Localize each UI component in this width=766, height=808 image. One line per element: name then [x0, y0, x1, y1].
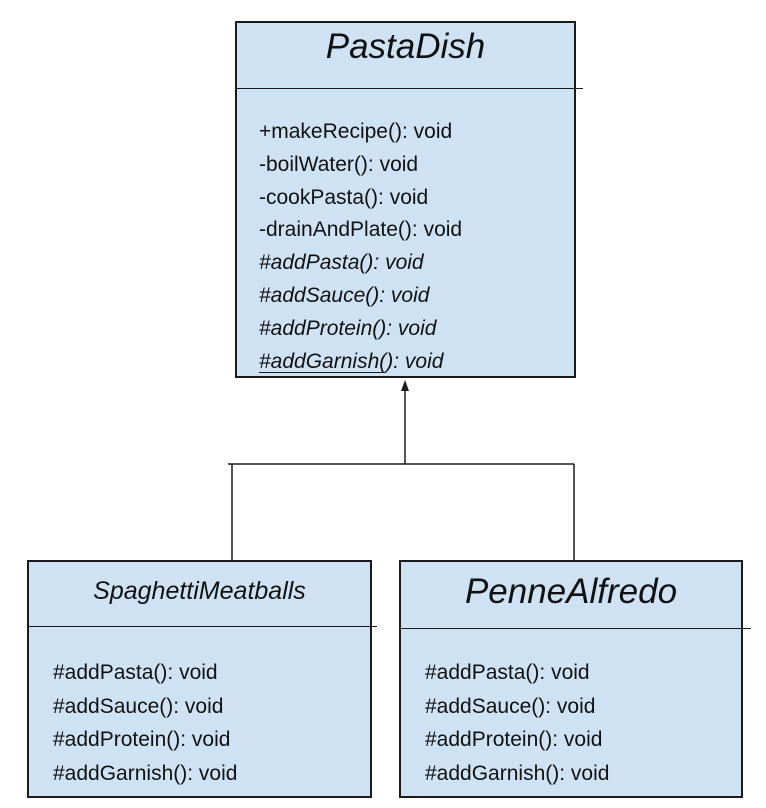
class-pastadish: PastaDish +makeRecipe(): void -boilWater… [235, 21, 583, 378]
method: #addProtein(): void [53, 728, 231, 751]
class-divider [399, 628, 751, 629]
method: -boilWater(): void [259, 152, 419, 176]
method: #addGarnish(): void [425, 761, 610, 785]
class-name: PenneAlfredo [464, 572, 678, 611]
method-list: #addPasta(): void #addSauce(): void #add… [425, 662, 609, 796]
class-divider [235, 88, 583, 89]
class-spaghettimeatballs: SpaghettiMeatballs #addPasta(): void #ad… [27, 560, 377, 798]
method: #addSauce(): void [425, 694, 596, 718]
underline-stroke [259, 372, 386, 373]
method: +makeRecipe(): void [259, 120, 453, 143]
abstract-method: #addPasta(): void [259, 251, 424, 275]
abstract-method: #addSauce(): void [259, 283, 430, 307]
method: #addProtein(): void [425, 728, 603, 751]
method: -cookPasta(): void [259, 185, 429, 209]
method-list: #addPasta(): void #addSauce(): void #add… [53, 662, 237, 796]
abstract-method: #addGarnish(): void [259, 349, 444, 373]
class-pennealfredo: PenneAlfredo #addPasta(): void #addSauce… [399, 560, 751, 798]
abstract-method: #addProtein(): void [259, 316, 437, 340]
method: -drainAndPlate(): void [259, 218, 463, 242]
method: #addSauce(): void [53, 694, 224, 718]
class-name: PastaDish [325, 27, 486, 66]
class-divider [27, 626, 377, 627]
method: #addPasta(): void [53, 661, 218, 684]
method: #addPasta(): void [425, 661, 590, 684]
class-name: SpaghettiMeatballs [93, 577, 306, 605]
method-list: +makeRecipe(): void -boilWater(): void -… [259, 121, 462, 383]
method: #addGarnish(): void [53, 761, 238, 785]
inheritance-arrowhead [401, 380, 409, 391]
